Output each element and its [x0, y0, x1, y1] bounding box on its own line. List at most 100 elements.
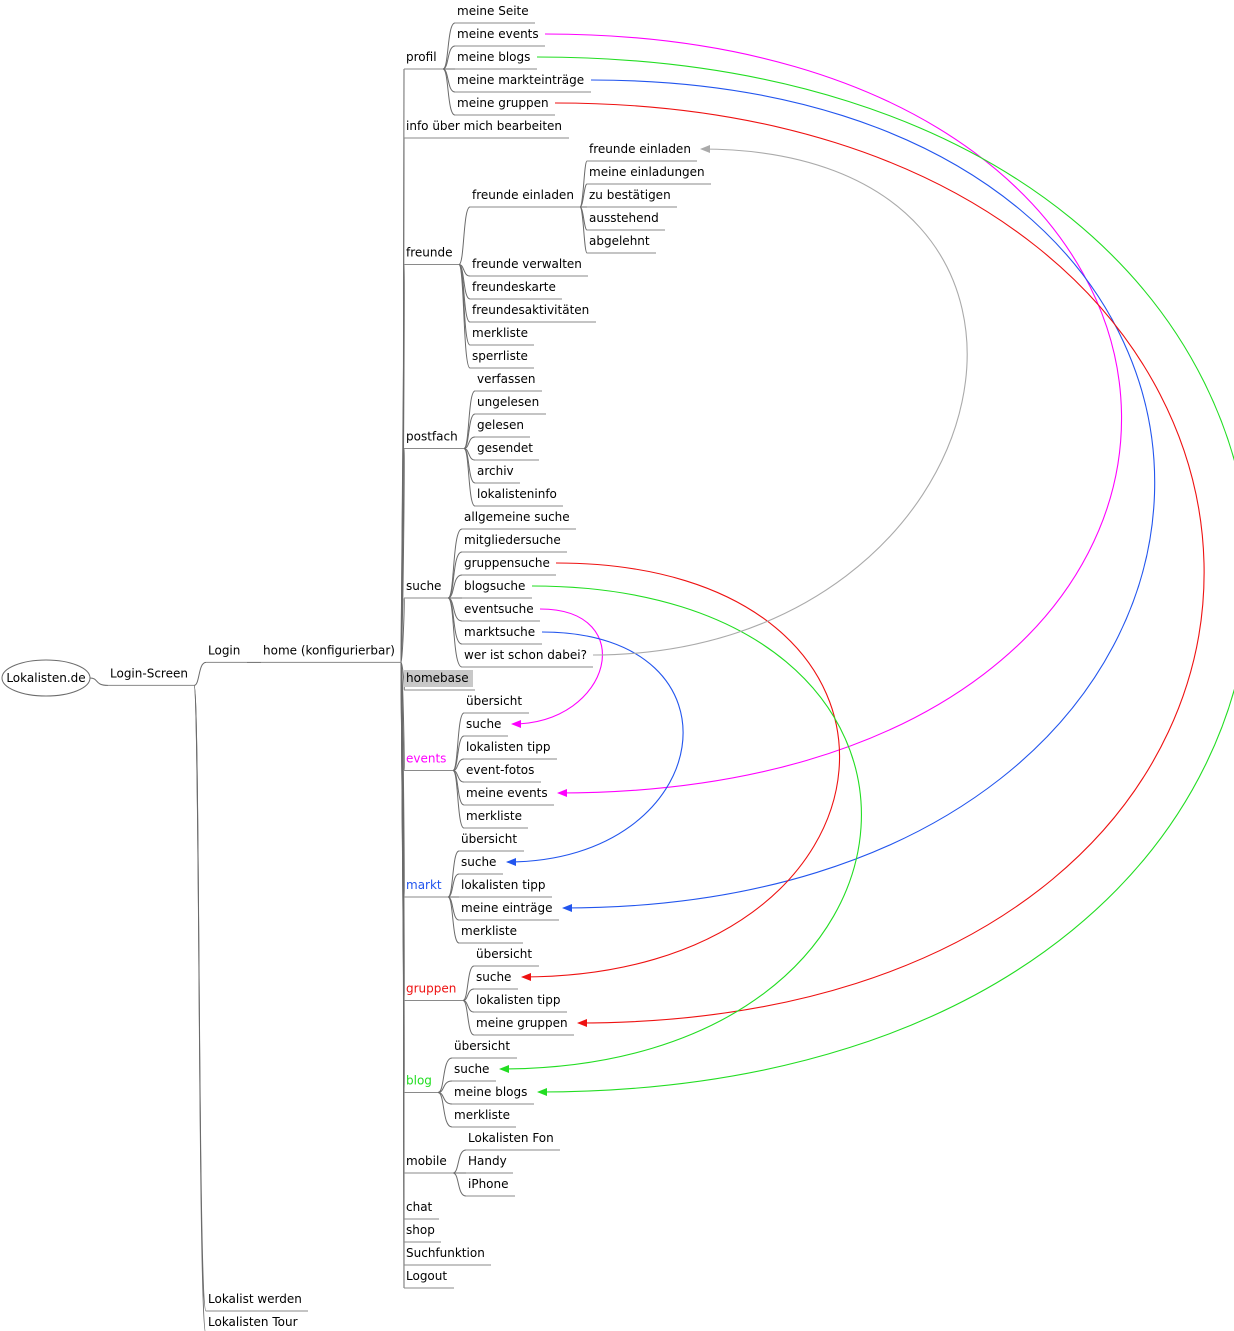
node-blog-2[interactable]: meine blogs — [452, 1085, 534, 1105]
gruppen-connector-0 — [462, 965, 475, 1001]
node-markt-0[interactable]: übersicht — [459, 832, 524, 852]
node-markt-1[interactable]: suche — [459, 855, 503, 875]
node-suche-4[interactable]: eventsuche — [462, 602, 540, 622]
node-profil-1[interactable]: meine events — [455, 27, 545, 47]
link-blogsuche — [499, 585, 862, 1073]
node-label: suche — [466, 717, 501, 731]
node-profil-0[interactable]: meine Seite — [455, 4, 535, 24]
node-markt-2[interactable]: lokalisten tipp — [459, 878, 552, 898]
node-postfach-0[interactable]: verfassen — [475, 372, 542, 392]
node-logout[interactable]: Logout — [404, 1269, 454, 1289]
node-label: merkliste — [466, 809, 522, 823]
profil-connector-4 — [442, 68, 456, 116]
node-postfach[interactable]: postfach — [404, 430, 464, 449]
node-mobile[interactable]: mobile — [404, 1154, 453, 1174]
node-home[interactable]: home (konfigurierbar) — [261, 643, 401, 663]
node-login[interactable]: Login — [206, 643, 247, 663]
node-events-5[interactable]: merkliste — [464, 809, 528, 829]
blog-connector-3 — [437, 1092, 453, 1128]
node-blog-0[interactable]: übersicht — [452, 1039, 517, 1059]
node-postfach-1[interactable]: ungelesen — [475, 395, 546, 415]
node-suche[interactable]: suche — [404, 579, 448, 599]
node-label: Suchfunktion — [406, 1246, 485, 1260]
node-einladen-2[interactable]: zu bestätigen — [587, 188, 677, 208]
node-events-3[interactable]: event-fotos — [464, 763, 541, 783]
node-markt[interactable]: markt — [404, 878, 448, 898]
node-events-1[interactable]: suche — [464, 717, 508, 737]
node-mobile-1[interactable]: Handy — [466, 1154, 513, 1174]
node-suche-5[interactable]: marktsuche — [462, 625, 542, 645]
node-label: blogsuche — [464, 579, 525, 593]
node-blog[interactable]: blog — [404, 1074, 438, 1093]
node-label: freunde verwalten — [472, 257, 582, 271]
node-label: lokalisteninfo — [477, 487, 557, 501]
node-blog-1[interactable]: suche — [452, 1062, 496, 1082]
node-profil[interactable]: profil — [404, 50, 443, 70]
node-chat[interactable]: chat — [404, 1200, 439, 1220]
node-gruppen-2[interactable]: lokalisten tipp — [474, 993, 567, 1013]
node-info[interactable]: info über mich bearbeiten — [404, 119, 569, 139]
node-freunde[interactable]: freunde — [404, 246, 459, 265]
node-markt-4[interactable]: merkliste — [459, 924, 523, 944]
node-freunde-3[interactable]: merkliste — [470, 326, 534, 346]
blog-connector-0 — [437, 1057, 453, 1093]
node-blog-3[interactable]: merkliste — [452, 1108, 516, 1128]
node-postfach-5[interactable]: lokalisteninfo — [475, 487, 563, 507]
node-freunde-2[interactable]: freundesaktivitäten — [470, 303, 596, 323]
node-suche-6[interactable]: wer ist schon dabei? — [462, 648, 593, 668]
node-postfach-4[interactable]: archiv — [475, 464, 520, 484]
node-suchfunktion[interactable]: Suchfunktion — [404, 1246, 491, 1266]
node-gruppen-3[interactable]: meine gruppen — [474, 1016, 574, 1036]
node-freunde-1[interactable]: freundeskarte — [470, 280, 562, 300]
link-meine-gruppen — [554, 102, 1205, 1027]
node-lokalist-werden[interactable]: Lokalist werden — [206, 1292, 308, 1312]
node-einladen-4[interactable]: abgelehnt — [587, 234, 656, 254]
node-label: iPhone — [468, 1177, 509, 1191]
node-einladen-3[interactable]: ausstehend — [587, 211, 665, 231]
node-profil-4[interactable]: meine gruppen — [455, 96, 555, 116]
node-suche-0[interactable]: allgemeine suche — [462, 510, 576, 530]
events-connector-0 — [452, 712, 465, 771]
node-markt-3[interactable]: meine einträge — [459, 901, 559, 921]
freunde-connector-5 — [458, 264, 471, 369]
node-freunde-einladen[interactable]: freunde einladen — [470, 188, 580, 208]
node-login-screen[interactable]: Login-Screen — [108, 666, 194, 686]
home-connector-14 — [400, 661, 405, 1289]
suche-connector-2 — [447, 574, 463, 599]
freunde-einladen-connector-4 — [579, 206, 588, 254]
node-events-4[interactable]: meine events — [464, 786, 554, 806]
node-einladen-1[interactable]: meine einladungen — [587, 165, 711, 185]
profil-connector-1 — [442, 45, 456, 70]
node-events-0[interactable]: übersicht — [464, 694, 529, 714]
node-label: Lokalisten Fon — [468, 1131, 554, 1145]
node-freunde-0[interactable]: freunde verwalten — [470, 257, 588, 277]
node-suche-2[interactable]: gruppensuche — [462, 556, 556, 576]
highlight-box — [404, 670, 473, 687]
node-label: gelesen — [477, 418, 524, 432]
root-node[interactable]: Lokalisten.de — [1, 659, 91, 697]
node-profil-2[interactable]: meine blogs — [455, 50, 537, 70]
node-lokalisten-tour[interactable]: Lokalisten Tour — [206, 1315, 304, 1331]
node-gruppen-0[interactable]: übersicht — [474, 947, 539, 967]
node-postfach-2[interactable]: gelesen — [475, 418, 530, 438]
node-homebase[interactable]: homebase — [404, 670, 475, 691]
node-events[interactable]: events — [404, 752, 453, 771]
node-einladen-0[interactable]: freunde einladen — [587, 142, 697, 162]
node-label: blog — [406, 1074, 432, 1088]
node-events-2[interactable]: lokalisten tipp — [464, 740, 557, 760]
node-suche-3[interactable]: blogsuche — [462, 579, 532, 599]
home-connector-3 — [400, 448, 405, 663]
node-gruppen-1[interactable]: suche — [474, 970, 518, 990]
node-gruppen[interactable]: gruppen — [404, 982, 463, 1001]
node-label: merkliste — [461, 924, 517, 938]
node-freunde-4[interactable]: sperrliste — [470, 349, 534, 369]
node-label: event-fotos — [466, 763, 534, 777]
node-suche-1[interactable]: mitgliedersuche — [462, 533, 567, 553]
node-label: gesendet — [477, 441, 533, 455]
node-shop[interactable]: shop — [404, 1223, 441, 1243]
node-profil-3[interactable]: meine markteinträge — [455, 73, 591, 93]
node-mobile-0[interactable]: Lokalisten Fon — [466, 1131, 560, 1151]
node-postfach-3[interactable]: gesendet — [475, 441, 539, 461]
node-label: Logout — [406, 1269, 447, 1283]
node-mobile-2[interactable]: iPhone — [466, 1177, 515, 1197]
